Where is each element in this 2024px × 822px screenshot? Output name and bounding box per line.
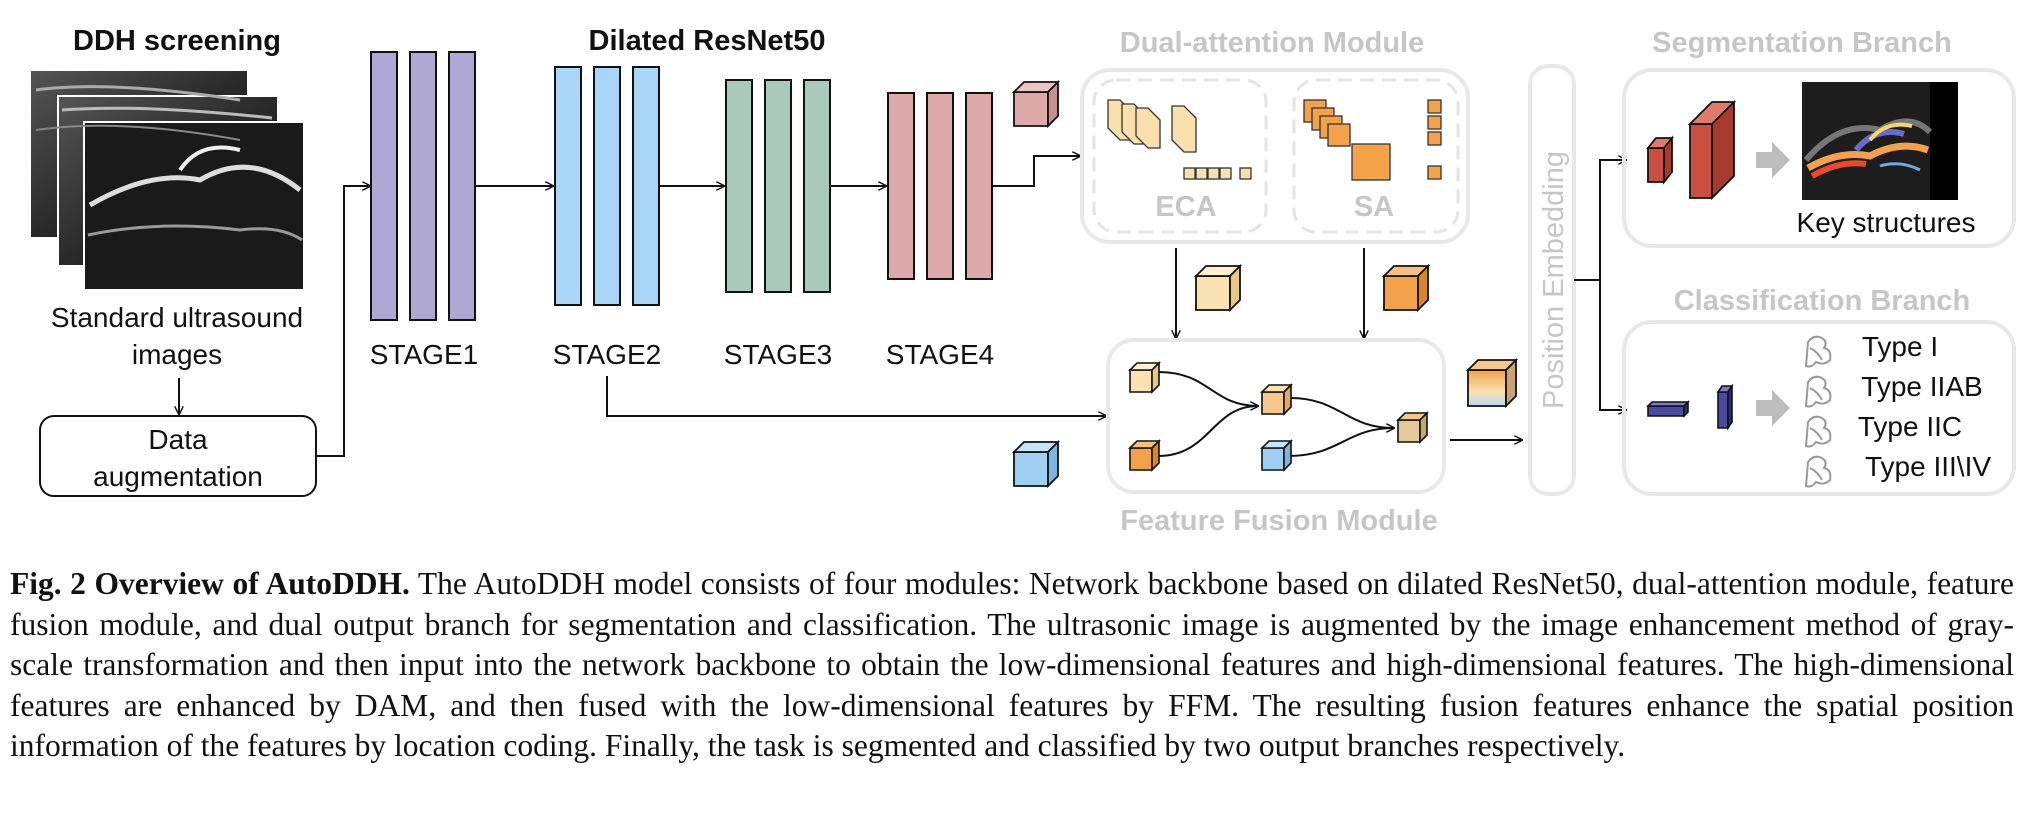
ffm-title: Feature Fusion Module (1120, 505, 1437, 537)
classification-gray-arrow-icon (1756, 390, 1790, 426)
stage2-label: STAGE2 (553, 339, 661, 370)
arrow-to-classification (1599, 280, 1626, 410)
type-2-label: Type IIAB (1861, 371, 1982, 402)
eca-output-cube (1193, 263, 1243, 313)
stage3-label: STAGE3 (724, 339, 832, 370)
position-embedding-label: Position Embedding (1538, 151, 1570, 409)
eca-feature-slices (1107, 99, 1252, 180)
hip-type-icons (1804, 335, 1832, 488)
dam-box (1080, 68, 1470, 244)
ffm-box (1106, 338, 1446, 494)
backbone-title: Dilated ResNet50 (589, 25, 826, 57)
key-structures-label: Key structures (1797, 207, 1976, 238)
ultrasound-image-stack (29, 69, 305, 291)
type-4-label: Type III\IV (1865, 451, 1991, 482)
stage2-feature-cube (1011, 439, 1061, 489)
stage1-block (370, 51, 476, 321)
type-3-label: Type IIC (1858, 411, 1962, 442)
dam-title: Dual-attention Module (1120, 27, 1424, 59)
ddh-screening-label: DDH screening (73, 25, 281, 57)
fused-feature-cube (1465, 357, 1519, 409)
type-1-label: Type I (1862, 331, 1938, 362)
eca-label: ECA (1155, 191, 1216, 223)
figure-caption: Fig. 2 Overview of AutoDDH. The AutoDDH … (10, 564, 2014, 767)
ffm-fusion-graph (1157, 371, 1394, 457)
data-augmentation-label-2: augmentation (93, 461, 263, 492)
classification-head-blocks (1646, 383, 1734, 431)
caption-body: The AutoDDH model consists of four modul… (10, 566, 2015, 763)
stage3-block (725, 79, 831, 293)
autoddh-diagram: DDH screening Standard ultrasound images… (29, 25, 2016, 537)
arrow-stage4-to-dam (992, 156, 1080, 187)
sa-box (1292, 78, 1460, 234)
stage2-block (554, 66, 660, 306)
standard-images-label-2: images (132, 339, 222, 370)
sa-feature-maps (1303, 99, 1442, 181)
caption-title: Fig. 2 Overview of AutoDDH. (10, 566, 410, 601)
ffm-node-cubes (1128, 361, 1429, 472)
segmentation-result-image (1802, 82, 1958, 200)
segmentation-gray-arrow-icon (1756, 142, 1790, 178)
segmentation-decoder-blocks (1646, 99, 1737, 201)
data-augmentation-label-1: Data (148, 424, 208, 455)
segmentation-box (1622, 68, 2016, 248)
standard-images-label-1: Standard ultrasound (51, 302, 303, 333)
segmentation-title: Segmentation Branch (1652, 27, 1952, 59)
stage4-block (887, 92, 993, 280)
sa-label: SA (1354, 191, 1394, 223)
stage1-label: STAGE1 (370, 339, 478, 370)
sa-output-cube (1381, 263, 1431, 313)
arrow-to-segmentation (1599, 160, 1626, 280)
classification-title: Classification Branch (1674, 285, 1971, 317)
stage4-feature-cube (1011, 79, 1061, 129)
arrow-aug-to-stage1 (316, 186, 370, 457)
classification-box (1622, 320, 2016, 496)
stage4-label: STAGE4 (886, 339, 994, 370)
arrow-stage2-to-ffm (606, 376, 1106, 416)
